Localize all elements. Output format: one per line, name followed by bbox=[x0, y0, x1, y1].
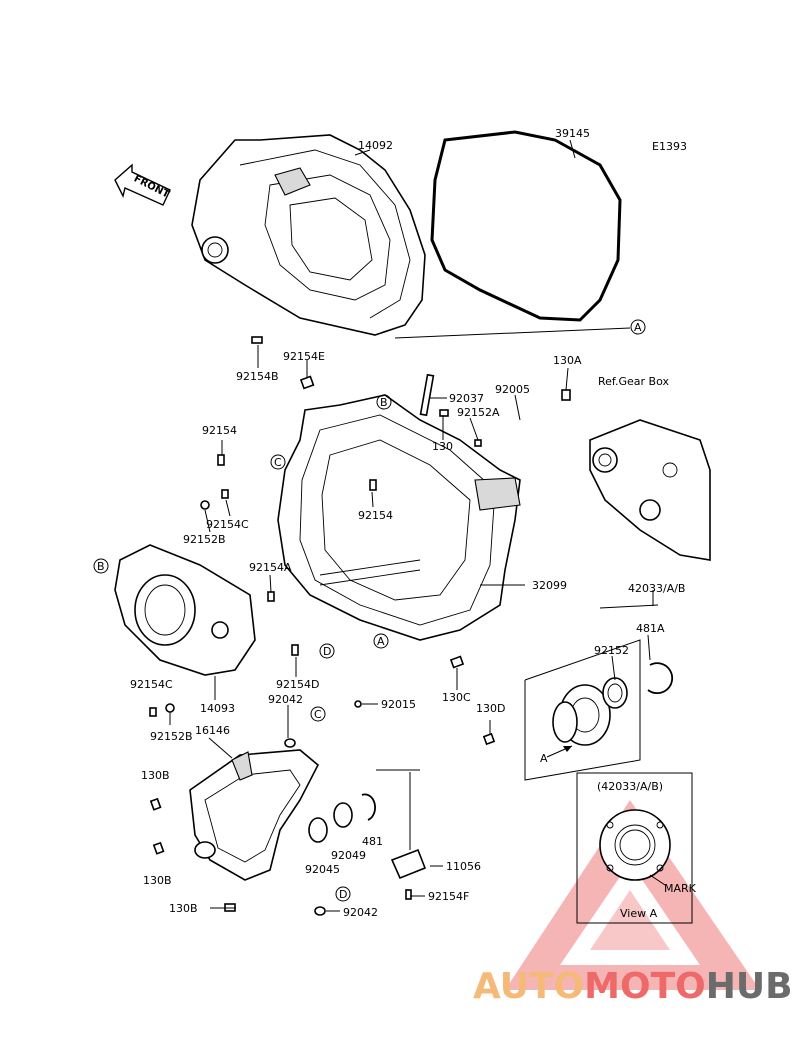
clutch-cover-14092 bbox=[191, 134, 426, 336]
label-92045: 92045 bbox=[305, 863, 340, 876]
label-481: 481 bbox=[362, 835, 383, 848]
label-130a: 130A bbox=[553, 354, 582, 367]
label-130: 130 bbox=[432, 440, 453, 453]
label-130b-2: 130B bbox=[143, 874, 172, 887]
label-92154-top: 92154 bbox=[202, 424, 237, 437]
label-14093: 14093 bbox=[200, 702, 235, 715]
bearing-42033 bbox=[524, 639, 674, 781]
callouts: A B C B A D C D A bbox=[93, 319, 646, 902]
label-14092: 14092 bbox=[358, 139, 393, 152]
view-a-detail: (42033/A/B) MARK View A bbox=[576, 772, 697, 924]
callout-b-1: B bbox=[380, 396, 388, 409]
callout-a-2: A bbox=[377, 635, 385, 648]
label-92154e: 92154E bbox=[283, 350, 325, 363]
label-92154-mid: 92154 bbox=[358, 509, 393, 522]
label-92152b-top: 92152B bbox=[183, 533, 226, 546]
bolts bbox=[149, 336, 571, 912]
label-92015: 92015 bbox=[381, 698, 416, 711]
label-130b-1: 130B bbox=[141, 769, 170, 782]
callout-d-2: D bbox=[339, 888, 347, 901]
label-130d: 130D bbox=[476, 702, 505, 715]
label-92049: 92049 bbox=[331, 849, 366, 862]
leader-lines bbox=[169, 139, 659, 912]
label-92154c-bot: 92154C bbox=[130, 678, 173, 691]
label-32099: 32099 bbox=[532, 579, 567, 592]
label-ref-gear-box: Ref.Gear Box bbox=[598, 375, 669, 388]
label-130c: 130C bbox=[442, 691, 471, 704]
callout-a-3: A bbox=[540, 752, 548, 765]
label-92152: 92152 bbox=[594, 644, 629, 657]
watermark-auto: AUTO bbox=[473, 966, 584, 1007]
label-11056: 11056 bbox=[446, 860, 481, 873]
diagram-code: E1393 bbox=[652, 140, 687, 153]
label-92042-top: 92042 bbox=[268, 693, 303, 706]
view-a-title: (42033/A/B) bbox=[597, 780, 663, 793]
label-92154b: 92154B bbox=[236, 370, 279, 383]
part-labels: 14092 39145 92154B 92154E Ref.Gear Box 1… bbox=[130, 127, 685, 919]
callout-b-2: B bbox=[97, 560, 105, 573]
gear-box-ref bbox=[589, 419, 711, 561]
front-arrow-icon: FRONT bbox=[114, 163, 171, 206]
watermark-triangle bbox=[505, 800, 760, 990]
cover-14093 bbox=[114, 544, 256, 676]
svg-text:AUTOMOTOHUB: AUTOMOTOHUB bbox=[473, 966, 793, 1007]
callout-c-2: C bbox=[314, 708, 322, 721]
cover-16146 bbox=[189, 749, 320, 881]
callout-a-1: A bbox=[634, 321, 642, 334]
crankcase-32099 bbox=[277, 394, 521, 641]
callout-c-1: C bbox=[274, 456, 282, 469]
label-481a: 481A bbox=[636, 622, 665, 635]
label-92152b-bot: 92152B bbox=[150, 730, 193, 743]
gasket-39145 bbox=[430, 130, 622, 322]
watermark-hub: HUB bbox=[706, 966, 793, 1007]
label-92154c-top: 92154C bbox=[206, 518, 249, 531]
label-16146: 16146 bbox=[195, 724, 230, 737]
label-130b-3: 130B bbox=[169, 902, 198, 915]
view-a-caption: View A bbox=[620, 907, 658, 920]
label-39145: 39145 bbox=[555, 127, 590, 140]
callout-d-1: D bbox=[323, 645, 331, 658]
label-92042-bot: 92042 bbox=[343, 906, 378, 919]
label-92152a: 92152A bbox=[457, 406, 500, 419]
view-a-mark: MARK bbox=[664, 882, 697, 895]
label-92154f: 92154F bbox=[428, 890, 469, 903]
watermark-logo: AUTOMOTOHUB bbox=[473, 966, 793, 1007]
label-92154a: 92154A bbox=[249, 561, 292, 574]
seals bbox=[284, 700, 427, 916]
watermark-moto: MOTO bbox=[584, 966, 706, 1007]
label-92005: 92005 bbox=[495, 383, 530, 396]
label-92037: 92037 bbox=[449, 392, 484, 405]
label-42033: 42033/A/B bbox=[628, 582, 685, 595]
label-92154d: 92154D bbox=[276, 678, 319, 691]
